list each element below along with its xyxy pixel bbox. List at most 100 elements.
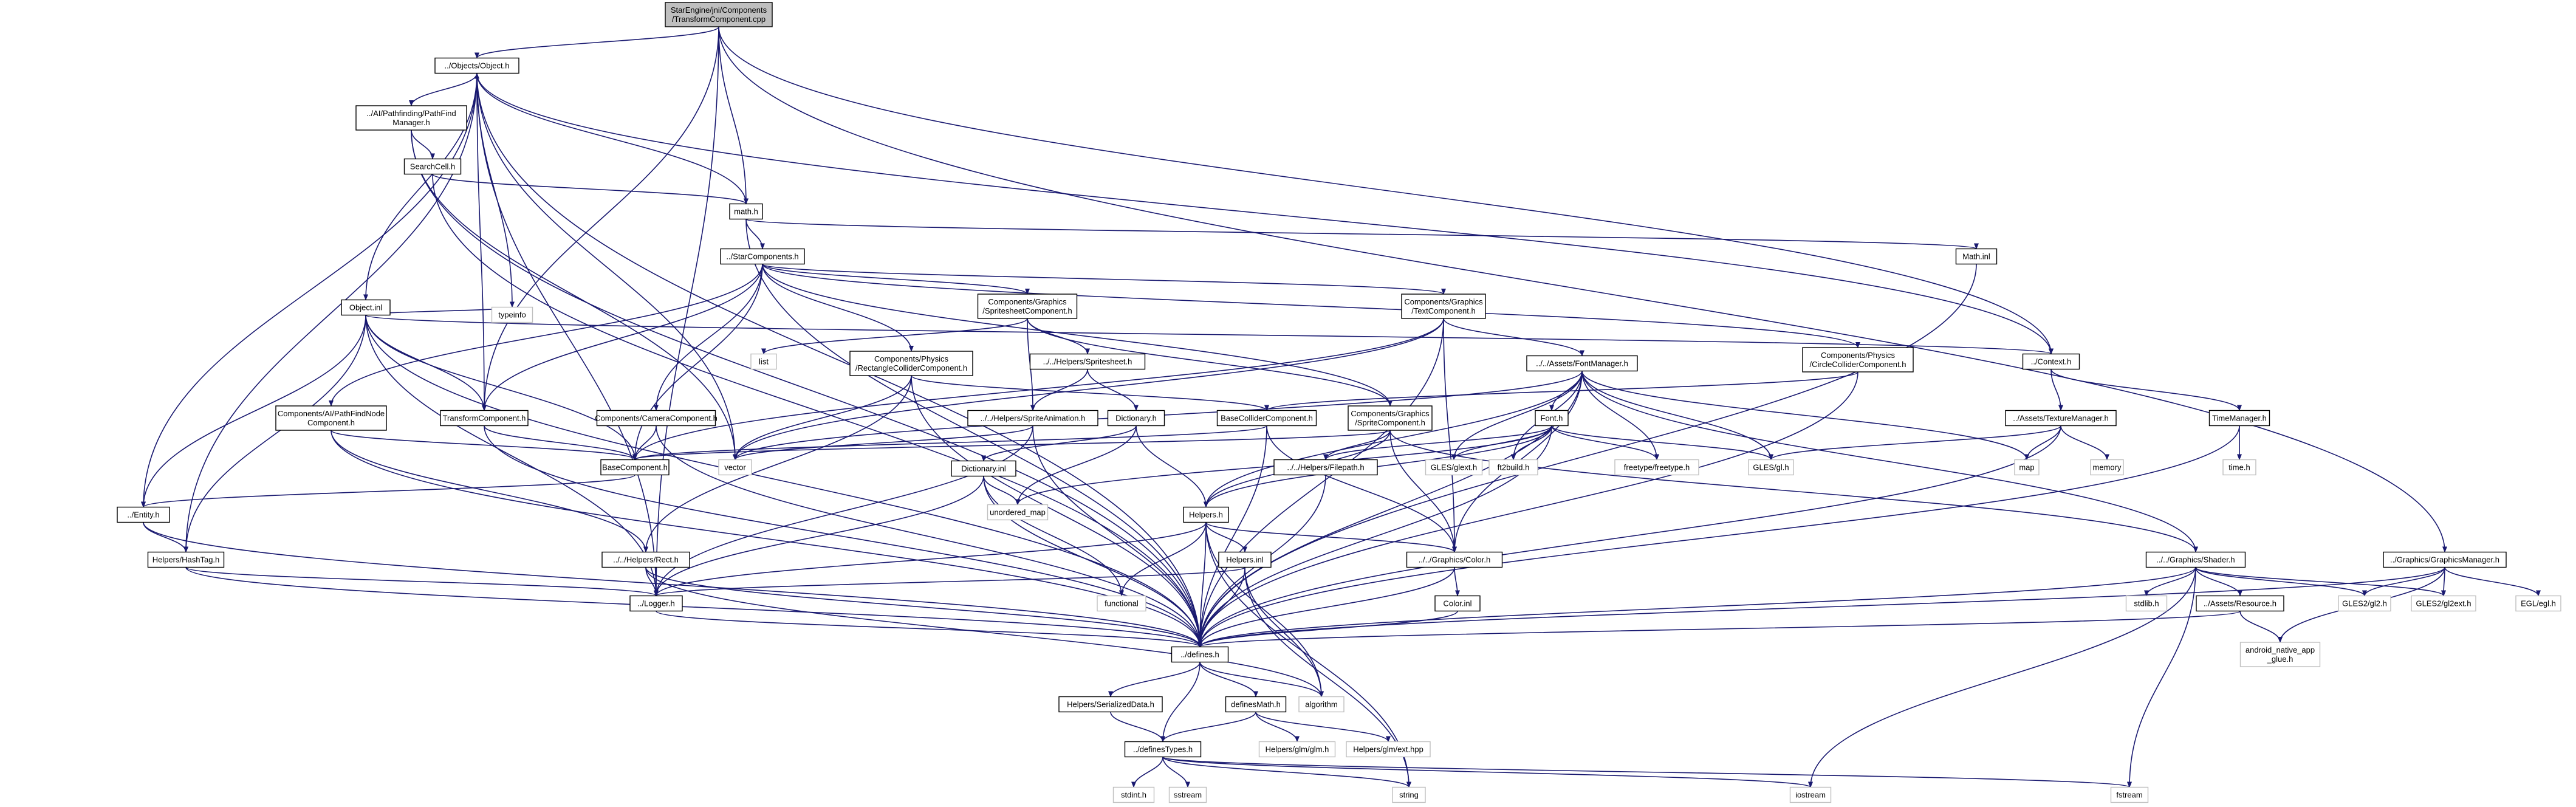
- node-unordered[interactable]: unordered_map: [987, 504, 1049, 521]
- edge-texmgr-to-memory: [2060, 425, 2109, 461]
- node-root[interactable]: StarEngine/jni/Components/TransformCompo…: [665, 2, 773, 27]
- node-mathinl[interactable]: Math.inl: [1955, 248, 1998, 265]
- node-algorithm[interactable]: algorithm: [1298, 696, 1345, 713]
- node-stdint[interactable]: stdint.h: [1112, 786, 1155, 803]
- node-label-searchcell: SearchCell.h: [410, 162, 455, 171]
- edge-shaderh-to-definesh: [1197, 567, 2196, 648]
- node-definesmath[interactable]: definesMath.h: [1225, 696, 1287, 713]
- node-textcomp[interactable]: Components/Graphics/TextComponent.h: [1401, 294, 1486, 319]
- node-resource[interactable]: ../Assets/Resource.h: [2196, 595, 2284, 612]
- node-helpersh[interactable]: Helpers.h: [1183, 506, 1229, 523]
- node-rectcoll[interactable]: Components/Physics/RectangleColliderComp…: [849, 351, 973, 376]
- edge-root-to-mathh: [718, 26, 748, 205]
- node-sprsheetcomp[interactable]: Components/Graphics/SpritesheetComponent…: [977, 294, 1078, 319]
- node-box-mathh: [729, 203, 763, 220]
- node-hashtag[interactable]: Helpers/HashTag.h: [147, 551, 225, 568]
- node-timeh[interactable]: time.h: [2222, 459, 2256, 476]
- node-label-ft2build: ft2build.h: [1498, 463, 1530, 472]
- edge-layer: [141, 26, 2541, 788]
- node-serialized[interactable]: Helpers/SerializedData.h: [1058, 696, 1163, 713]
- node-memory[interactable]: memory: [2090, 459, 2124, 476]
- node-glmglm[interactable]: Helpers/glm/glm.h: [1258, 741, 1336, 758]
- node-contexth[interactable]: ../Context.h: [2022, 353, 2080, 370]
- node-basecomp[interactable]: BaseComponent.h: [600, 459, 670, 476]
- node-dictionaryh[interactable]: Dictionary.h: [1107, 410, 1165, 427]
- node-sstream[interactable]: sstream: [1168, 786, 1207, 803]
- node-freetype[interactable]: freetype/freetype.h: [1614, 459, 1699, 476]
- node-egl[interactable]: EGL/egl.h: [2515, 595, 2561, 612]
- node-iostream[interactable]: iostream: [1789, 786, 1832, 803]
- node-box-definestypes: [1124, 741, 1202, 758]
- edge-shaderh-to-gles2ext: [2195, 566, 2446, 597]
- node-filepath[interactable]: ../../Helpers/Filepath.h: [1273, 459, 1378, 476]
- node-spritecomp[interactable]: Components/Graphics/SpriteComponent.h: [1348, 405, 1433, 431]
- edge-objecth-to-loggerh: [476, 73, 659, 597]
- node-list[interactable]: list: [750, 353, 777, 370]
- edge-recth-to-algorithm: [645, 567, 1324, 698]
- node-gles2[interactable]: GLES2/gl2.h: [2338, 595, 2391, 612]
- node-objectinl[interactable]: Object.inl: [341, 299, 391, 316]
- node-spriteanim[interactable]: ../../Helpers/SpriteAnimation.h: [967, 410, 1098, 427]
- node-label-starcomp: ../StarComponents.h: [726, 252, 798, 261]
- node-timemgr[interactable]: TimeManager.h: [2208, 410, 2270, 427]
- node-box-stdint: [1112, 786, 1155, 803]
- node-colorh[interactable]: ../../Graphics/Color.h: [1406, 551, 1503, 568]
- node-circlecoll[interactable]: Components/Physics/CircleColliderCompone…: [1802, 347, 1914, 373]
- edge-definesh-to-serialized: [1108, 662, 1201, 698]
- node-ft2build[interactable]: ft2build.h: [1488, 459, 1538, 476]
- node-androidglue[interactable]: android_native_app_glue.h: [2239, 642, 2321, 667]
- node-entityh[interactable]: ../Entity.h: [117, 506, 170, 523]
- edge-spritecomp-to-basecomp: [632, 430, 1391, 461]
- node-searchcell[interactable]: SearchCell.h: [403, 158, 462, 175]
- node-box-circlecoll: [1802, 347, 1914, 373]
- node-glmext[interactable]: Helpers/glm/ext.hpp: [1346, 741, 1431, 758]
- node-objecth[interactable]: ../Objects/Object.h: [434, 57, 519, 74]
- node-colorinl[interactable]: Color.inl: [1434, 595, 1481, 612]
- node-shaderh[interactable]: ../../Graphics/Shader.h: [2145, 551, 2246, 568]
- node-recth[interactable]: ../../Helpers/Rect.h: [601, 551, 690, 568]
- node-label-timemgr: TimeManager.h: [2212, 414, 2267, 423]
- node-functional[interactable]: functional: [1097, 595, 1146, 612]
- node-label-rectcoll: /RectangleColliderComponent.h: [855, 363, 967, 373]
- node-graphicsmgr[interactable]: ../Graphics/GraphicsManager.h: [2383, 551, 2507, 568]
- node-label-fontmgr: ../../Assets/FontManager.h: [1536, 359, 1628, 368]
- node-mathh[interactable]: math.h: [729, 203, 763, 220]
- node-label-recth: ../../Helpers/Rect.h: [613, 555, 679, 565]
- node-typeinfo[interactable]: typeinfo: [491, 306, 533, 323]
- edge-fontmgr-to-freetype: [1581, 371, 1659, 461]
- node-fonth[interactable]: Font.h: [1535, 410, 1569, 427]
- edge-shaderh-to-gles2: [2195, 567, 2367, 597]
- node-string[interactable]: string: [1392, 786, 1426, 803]
- edge-definesh-to-algorithm: [1199, 662, 1324, 698]
- node-label-rectcoll: Components/Physics: [874, 354, 949, 363]
- node-spritesheet[interactable]: ../../Helpers/Spritesheet.h: [1029, 353, 1146, 370]
- node-cameracomp[interactable]: Components/CameraComponent.h: [595, 410, 718, 427]
- node-label-textcomp: /TextComponent.h: [1411, 306, 1476, 315]
- edge-mathh-to-mathinl: [745, 218, 1979, 250]
- node-box-glesglext: [1425, 459, 1483, 476]
- node-fstream[interactable]: fstream: [2110, 786, 2149, 803]
- edge-basecomp-to-entityh: [141, 474, 635, 508]
- node-vector[interactable]: vector: [718, 459, 752, 476]
- node-basecoll[interactable]: BaseColliderComponent.h: [1216, 410, 1317, 427]
- node-stdlib[interactable]: stdlib.h: [2125, 595, 2168, 612]
- node-texmgr[interactable]: ../Assets/TextureManager.h: [2005, 410, 2117, 427]
- node-transformh[interactable]: TransformComponent.h: [440, 410, 529, 427]
- edge-helpersh-to-algorithm: [1205, 522, 1324, 698]
- node-fontmgr[interactable]: ../../Assets/FontManager.h: [1526, 355, 1638, 372]
- node-dictinl[interactable]: Dictionary.inl: [951, 460, 1016, 477]
- node-helpersinl[interactable]: Helpers.inl: [1218, 551, 1272, 568]
- node-glesglext[interactable]: GLES/glext.h: [1425, 459, 1483, 476]
- node-definesh[interactable]: ../defines.h: [1171, 646, 1229, 663]
- node-label-mathh: math.h: [734, 207, 758, 216]
- node-loggerh[interactable]: ../Logger.h: [629, 595, 683, 612]
- node-starcomp[interactable]: ../StarComponents.h: [720, 248, 805, 265]
- node-map[interactable]: map: [2014, 459, 2040, 476]
- node-gles2ext[interactable]: GLES2/gl2ext.h: [2411, 595, 2476, 612]
- node-label-stdint: stdint.h: [1121, 791, 1146, 800]
- node-label-pathfindnode: Components/AI/PathFindNode: [278, 409, 385, 418]
- node-definestypes[interactable]: ../definesTypes.h: [1124, 741, 1202, 758]
- node-glesgl[interactable]: GLES/gl.h: [1748, 459, 1794, 476]
